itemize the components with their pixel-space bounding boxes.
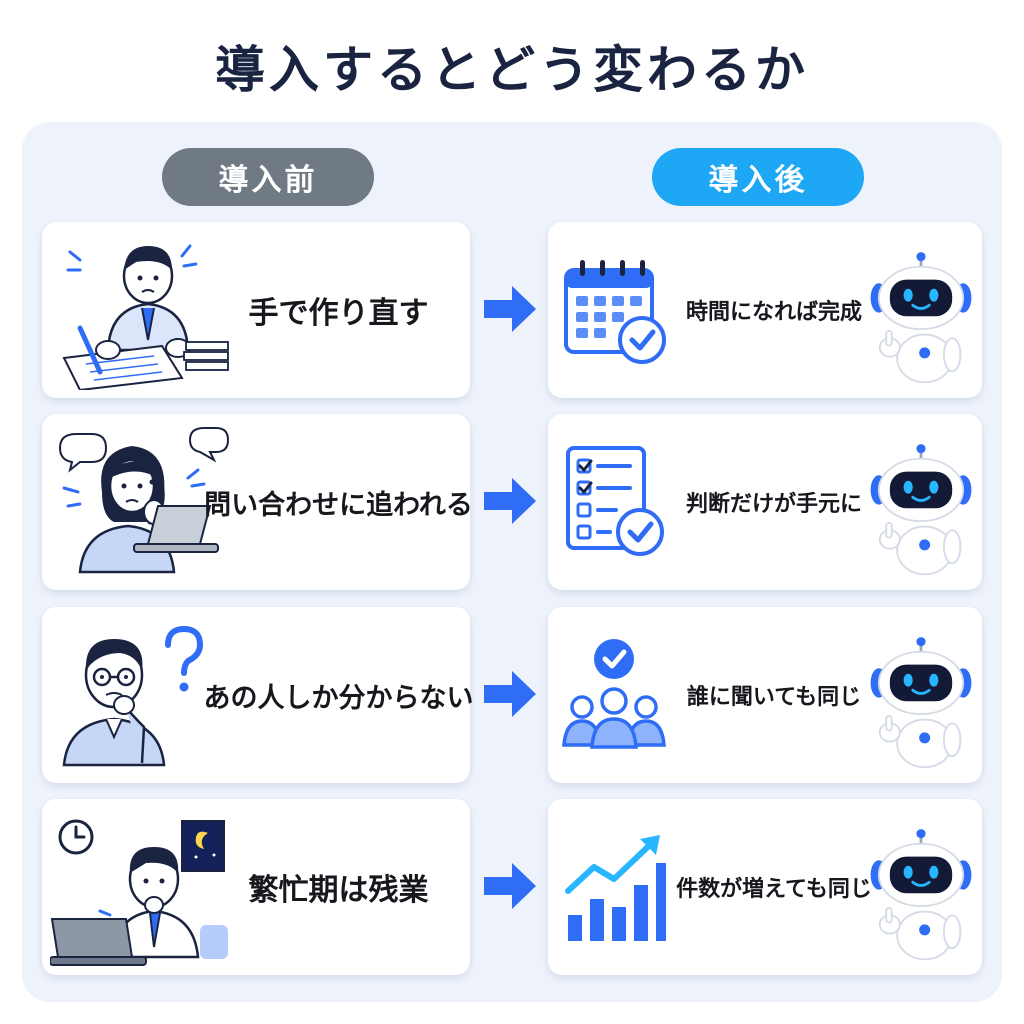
- before-card-2: 問い合わせに追われる: [42, 414, 473, 590]
- after-card-1: 時間になれば完成: [548, 222, 982, 398]
- overtime-person-icon: [50, 819, 228, 966]
- calendar-check-icon: [564, 260, 666, 364]
- before-card-4: 繁忙期は残業: [42, 799, 470, 975]
- after-card-3: 誰に聞いても同じ: [548, 607, 982, 783]
- before-card-1: 手で作り直す: [42, 222, 470, 398]
- robot-mascot-icon: [869, 635, 973, 769]
- after-card-4: 件数が増えても同じ: [548, 799, 982, 975]
- woman-on-phone-icon: [58, 427, 230, 574]
- person-rewriting-icon: [62, 244, 229, 390]
- confused-person-icon: [62, 625, 204, 767]
- after-text-4: 件数が増えても同じ: [676, 877, 872, 902]
- before-text-4: 繁忙期は残業: [248, 873, 429, 908]
- after-card-2: 判断だけが手元に: [548, 414, 982, 590]
- arrow-right-icon: [484, 671, 536, 717]
- arrow-right-icon: [484, 863, 536, 909]
- page-title: 導入するとどう変わるか: [215, 41, 809, 99]
- after-text-2: 判断だけが手元に: [685, 492, 862, 517]
- before-text-1: 手で作り直す: [248, 296, 429, 331]
- after-text-3: 誰に聞いても同じ: [686, 685, 862, 710]
- before-text-2: 問い合わせに追われる: [204, 489, 473, 521]
- arrow-right-icon: [484, 478, 536, 524]
- before-card-3: あの人しか分からない: [42, 607, 474, 783]
- after-text-1: 時間になれば完成: [685, 300, 862, 325]
- arrow-right-icon: [484, 286, 536, 332]
- before-label: 導入前: [162, 148, 374, 206]
- team-check-icon: [562, 639, 666, 749]
- growth-chart-icon: [565, 835, 666, 941]
- robot-mascot-icon: [869, 442, 973, 576]
- after-label: 導入後: [652, 148, 864, 206]
- checklist-check-icon: [566, 446, 664, 556]
- before-text-3: あの人しか分からない: [203, 682, 474, 714]
- robot-mascot-icon: [869, 827, 973, 961]
- robot-mascot-icon: [869, 250, 973, 384]
